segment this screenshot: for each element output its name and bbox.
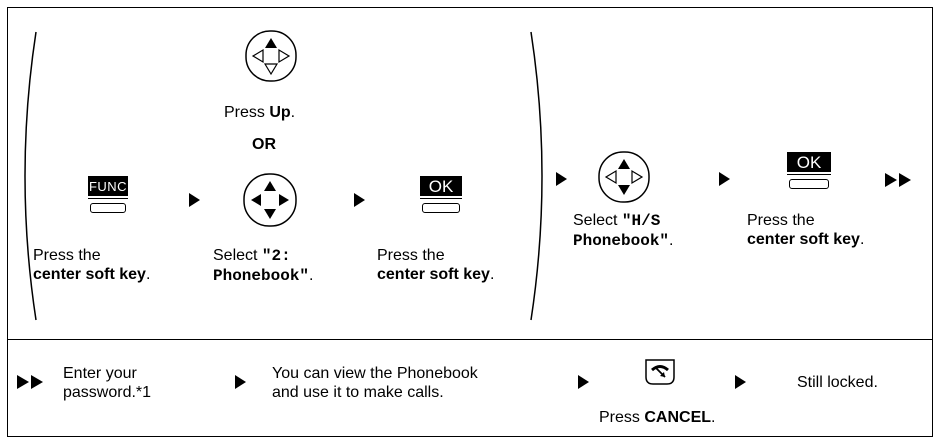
press-the-caption-1: Press the center soft key. — [33, 247, 151, 283]
still-locked-caption: Still locked. — [797, 374, 878, 391]
arrow-right-icon — [719, 172, 730, 186]
instruction-frame — [7, 7, 933, 437]
double-arrow-right-icon — [17, 375, 43, 389]
press-the-caption-2: Press the center soft key. — [377, 247, 495, 283]
press-cancel-caption: Press CANCEL. — [599, 409, 716, 426]
cancel-key-icon — [645, 359, 675, 385]
arrow-right-icon — [578, 375, 589, 389]
left-parenthesis — [24, 31, 37, 321]
navigator-up-icon — [245, 30, 297, 82]
arrow-right-icon — [354, 193, 365, 207]
ok-key-icon: OK — [420, 176, 462, 216]
press-up-caption: Press Up. — [224, 104, 296, 121]
select-hs-phonebook-caption: Select "H/S Phonebook". — [573, 212, 674, 250]
or-label: OR — [252, 136, 276, 153]
right-parenthesis — [530, 31, 543, 321]
select-phonebook-caption: Select "2: Phonebook". — [213, 247, 314, 285]
arrow-right-icon — [189, 193, 200, 207]
view-phonebook-caption: You can view the Phonebook and use it to… — [272, 365, 478, 401]
arrow-right-icon — [735, 375, 746, 389]
navigator-up-down-icon — [598, 151, 650, 203]
enter-password-caption: Enter your password.*1 — [63, 365, 152, 401]
double-arrow-right-icon — [885, 173, 911, 187]
ok-key-icon: OK — [787, 152, 831, 192]
arrow-right-icon — [235, 375, 246, 389]
navigator-full-icon — [243, 173, 297, 227]
arrow-right-icon — [556, 172, 567, 186]
press-the-caption-3: Press the center soft key. — [747, 212, 865, 248]
section-divider — [7, 339, 933, 340]
func-key-icon: FUNC — [88, 176, 128, 216]
